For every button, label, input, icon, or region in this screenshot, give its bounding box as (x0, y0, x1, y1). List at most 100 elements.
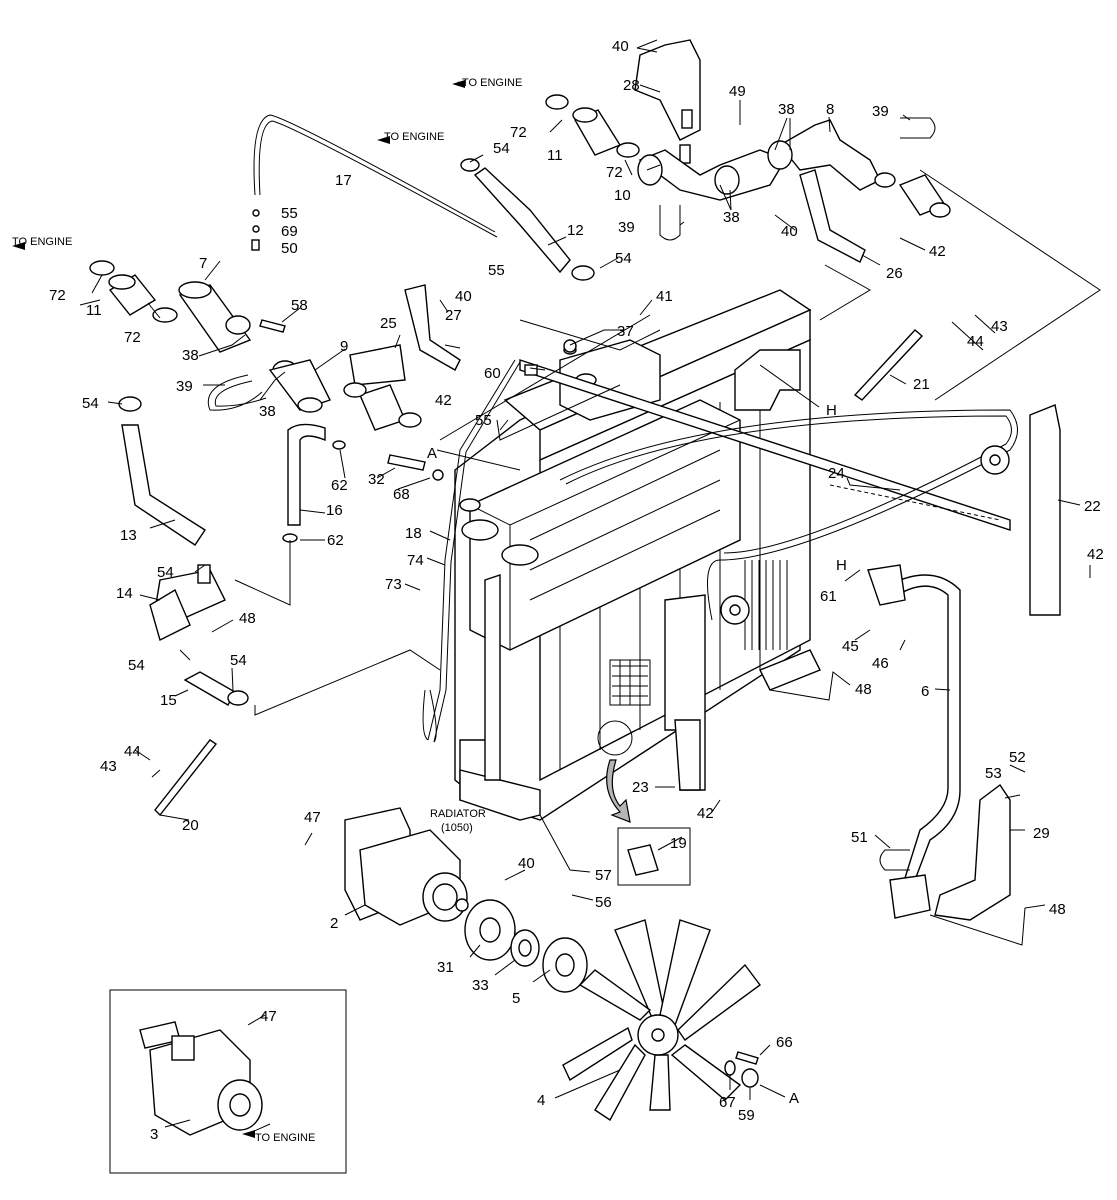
callout-74: 74 (407, 552, 424, 569)
radiator-assembly (422, 289, 1018, 821)
callout-54d: 54 (157, 564, 174, 581)
callout-40c: 40 (455, 288, 472, 305)
callout-H-pipe: H (836, 557, 847, 574)
callout-15: 15 (160, 692, 177, 709)
fan-blades (562, 919, 761, 1122)
leader-lines (79, 39, 1101, 1133)
callout-48c: 48 (1049, 901, 1066, 918)
callout-60: 60 (484, 365, 501, 382)
callout-51: 51 (851, 829, 868, 846)
callout-47: 47 (304, 809, 321, 826)
callout-29: 29 (1033, 825, 1050, 842)
callout-11b: 11 (547, 147, 563, 164)
callout-50: 50 (281, 240, 298, 257)
callout-32: 32 (368, 471, 385, 488)
callout-6: 6 (921, 683, 929, 700)
callout-54: 54 (493, 140, 510, 157)
callout-43b: 43 (100, 758, 117, 775)
arrow-head (242, 1130, 255, 1138)
callout-73: 73 (385, 576, 402, 593)
callout-47b: 47 (260, 1008, 277, 1025)
callout-52: 52 (1009, 749, 1026, 766)
callout-67: 67 (719, 1094, 736, 1111)
callout-55b: 55 (488, 262, 505, 279)
callout-16: 16 (326, 502, 343, 519)
callout-38: 38 (778, 101, 795, 118)
callout-53: 53 (985, 765, 1002, 782)
callout-24: 24 (828, 465, 845, 482)
callout-33: 33 (472, 977, 489, 994)
callout-72: 72 (49, 287, 66, 304)
upper-right-hoses (545, 39, 1061, 921)
callout-4: 4 (537, 1092, 545, 1109)
callout-3: 3 (150, 1126, 158, 1143)
to-engine-note: TO ENGINE (384, 131, 444, 143)
to-engine-note: TO ENGINE (12, 236, 72, 248)
callout-46: 46 (872, 655, 889, 672)
callout-69: 69 (281, 223, 298, 240)
callout-62b: 62 (327, 532, 344, 549)
callout-39c: 39 (176, 378, 193, 395)
callout-7: 7 (199, 255, 207, 272)
callout-H: H (826, 402, 837, 419)
callout-9: 9 (340, 338, 348, 355)
radiator-number: (1050) (441, 822, 473, 834)
callout-40b: 40 (781, 223, 798, 240)
callout-5: 5 (512, 990, 520, 1007)
arrow-head (452, 80, 465, 88)
callout-48: 48 (239, 610, 256, 627)
callout-72c: 72 (510, 124, 527, 141)
callout-42: 42 (929, 243, 946, 260)
callout-42c: 42 (1087, 546, 1104, 563)
callout-54f: 54 (230, 652, 247, 669)
callout-14: 14 (116, 585, 133, 602)
callout-41: 41 (656, 288, 673, 305)
arrow-head (12, 242, 25, 250)
callout-19: 19 (670, 835, 687, 852)
callout-18: 18 (405, 525, 422, 542)
callout-72d: 72 (606, 164, 623, 181)
callout-2: 2 (330, 915, 338, 932)
callout-55c: 55 (475, 412, 492, 429)
callout-10: 10 (614, 187, 631, 204)
pump-and-fan (344, 807, 761, 1122)
callout-49: 49 (729, 83, 746, 100)
callout-58: 58 (291, 297, 308, 314)
callout-45: 45 (842, 638, 859, 655)
callout-59: 59 (738, 1107, 755, 1124)
callout-11: 11 (86, 302, 102, 319)
callout-48b: 48 (855, 681, 872, 698)
callout-25: 25 (380, 315, 397, 332)
callout-57: 57 (595, 867, 612, 884)
callout-17: 17 (335, 172, 352, 189)
callout-22: 22 (1084, 498, 1101, 515)
callout-62: 62 (331, 477, 348, 494)
callout-55: 55 (281, 205, 298, 222)
callout-72b: 72 (124, 329, 141, 346)
to-engine-note: TO ENGINE (462, 77, 522, 89)
callout-68: 68 (393, 486, 410, 503)
callout-66: 66 (776, 1034, 793, 1051)
callout-38c: 38 (182, 347, 199, 364)
callout-61: 61 (820, 588, 837, 605)
callout-54c: 54 (82, 395, 99, 412)
arrow-head (377, 136, 390, 144)
callout-42b: 42 (435, 392, 452, 409)
callout-27: 27 (445, 307, 462, 324)
callout-54e: 54 (128, 657, 145, 674)
callout-44: 44 (967, 333, 984, 350)
callout-39b: 39 (618, 219, 635, 236)
callout-8: 8 (826, 101, 834, 118)
callout-20: 20 (182, 817, 199, 834)
upper-left-hoses (89, 114, 595, 817)
callout-56: 56 (595, 894, 612, 911)
inset-pump (109, 989, 347, 1174)
to-engine-note: TO ENGINE (255, 1132, 315, 1144)
callout-21: 21 (913, 376, 930, 393)
callout-38d: 38 (259, 403, 276, 420)
callout-23: 23 (632, 779, 649, 796)
radiator-label: RADIATOR (430, 808, 486, 820)
